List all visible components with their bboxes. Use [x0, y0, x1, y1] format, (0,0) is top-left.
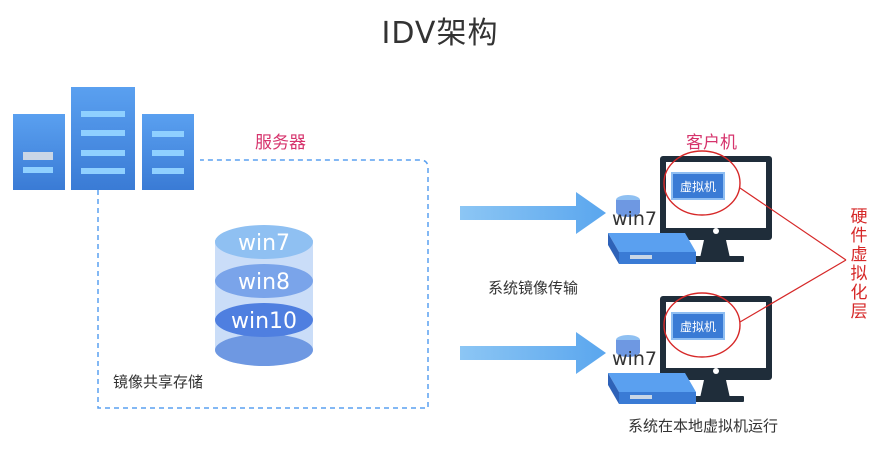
disk-label-win8: win8	[238, 270, 290, 295]
hw-layer-connector-1	[739, 187, 847, 261]
server-label: 服务器	[255, 133, 306, 153]
server-boundary	[97, 159, 429, 409]
monitor-icon: 虚拟机	[660, 296, 772, 402]
hw-layer-char: 件	[850, 226, 868, 246]
arrow-right-icon	[460, 192, 606, 234]
hw-layer-label: 硬件虚拟化层	[849, 208, 869, 322]
hw-layer-char: 虚	[850, 245, 868, 265]
terminal-box-icon	[608, 335, 696, 404]
vm-highlight-ring-2	[663, 292, 741, 358]
client-os-1: win7	[612, 208, 657, 230]
disk-label-win10: win10	[231, 309, 297, 334]
client-2: 虚拟机 win7	[608, 292, 772, 404]
monitor-icon: 虚拟机	[660, 156, 772, 262]
vm-highlight-ring-1	[663, 150, 741, 216]
hw-layer-char: 层	[850, 302, 868, 322]
disk-label-win7: win7	[238, 231, 290, 256]
local-run-label: 系统在本地虚拟机运行	[628, 417, 779, 435]
arrow-right-icon	[460, 332, 606, 374]
hw-layer-char: 拟	[850, 264, 868, 284]
database-stack-icon: win7 win8 win10	[215, 225, 313, 366]
vm-label-1: 虚拟机	[680, 180, 716, 194]
transfer-label: 系统镜像传输	[488, 279, 579, 297]
disk-win8	[215, 264, 313, 298]
hw-layer-char: 硬	[850, 207, 868, 227]
storage-label: 镜像共享存储	[113, 373, 204, 391]
client-1: 虚拟机 win7	[608, 150, 772, 264]
disk-win10	[215, 303, 313, 337]
disk-win7	[215, 225, 313, 259]
client-label: 客户机	[686, 133, 737, 153]
server-rack-icon	[13, 87, 194, 190]
vm-label-2: 虚拟机	[680, 320, 716, 334]
client-os-2: win7	[612, 348, 657, 370]
hw-layer-char: 化	[850, 283, 868, 303]
hw-layer-connector-2	[739, 259, 847, 323]
page-title: IDV架构	[381, 16, 499, 51]
terminal-box-icon	[608, 195, 696, 264]
